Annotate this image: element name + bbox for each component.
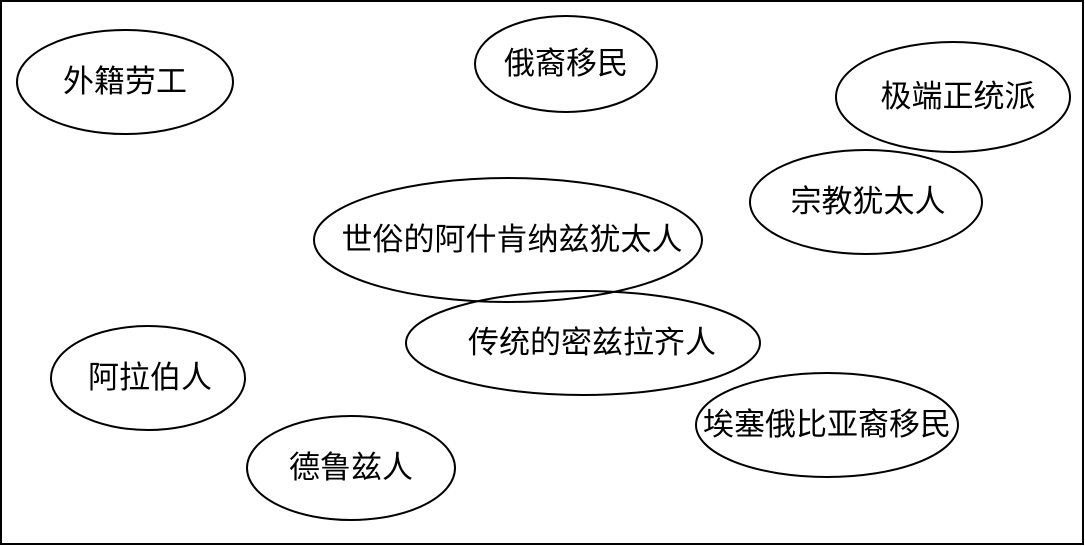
node-ellipse [749,149,983,255]
node-label: 世俗的阿什肯纳兹犹太人 [342,222,683,258]
node-label: 极端正统派 [881,79,1036,115]
node-ellipse [835,41,1071,153]
node-ellipse [405,290,761,396]
node-ellipse [474,15,658,113]
node-ellipse [695,372,959,478]
node-label: 外籍劳工 [63,64,187,100]
node-ethiopian-immigrants: 埃塞俄比亚裔移民 [695,372,959,478]
node-label: 俄裔移民 [504,46,628,82]
node-foreign-workers: 外籍劳工 [16,29,234,135]
node-label: 德鲁兹人 [289,450,413,486]
node-ellipse [16,29,234,135]
node-ultra-orthodox: 极端正统派 [835,41,1071,153]
node-druze: 德鲁兹人 [246,415,456,521]
node-ellipse [246,415,456,521]
node-russian-immigrants: 俄裔移民 [474,15,658,113]
node-ellipse [313,177,703,303]
node-arabs: 阿拉伯人 [50,325,246,431]
node-religious-jews: 宗教犹太人 [749,149,983,255]
node-ellipse [50,325,246,431]
node-label: 埃塞俄比亚裔移民 [703,407,951,443]
node-secular-ashkenazi: 世俗的阿什肯纳兹犹太人 [313,177,703,303]
node-label: 传统的密兹拉齐人 [468,325,716,361]
node-label: 阿拉伯人 [88,360,212,396]
node-label: 宗教犹太人 [791,184,946,220]
node-traditional-mizrahi: 传统的密兹拉齐人 [405,290,761,396]
